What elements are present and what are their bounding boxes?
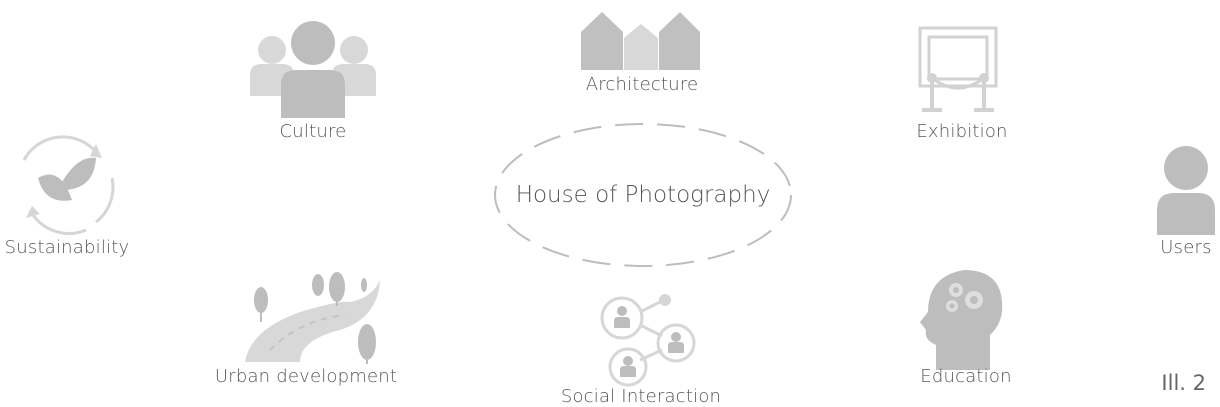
architecture-label: Architecture: [585, 74, 699, 95]
exhibition-label: Exhibition: [916, 121, 1008, 142]
users-label: Users: [1160, 237, 1212, 258]
center-label: House of Photography: [515, 182, 771, 208]
sustainability-label: Sustainability: [4, 237, 130, 258]
education-label: Education: [920, 366, 1012, 387]
urban-development-label: Urban development: [214, 366, 398, 387]
figure-label: Ill. 2: [1161, 371, 1206, 395]
culture-label: Culture: [279, 121, 347, 142]
social-interaction-label: Social Interaction: [560, 386, 722, 407]
